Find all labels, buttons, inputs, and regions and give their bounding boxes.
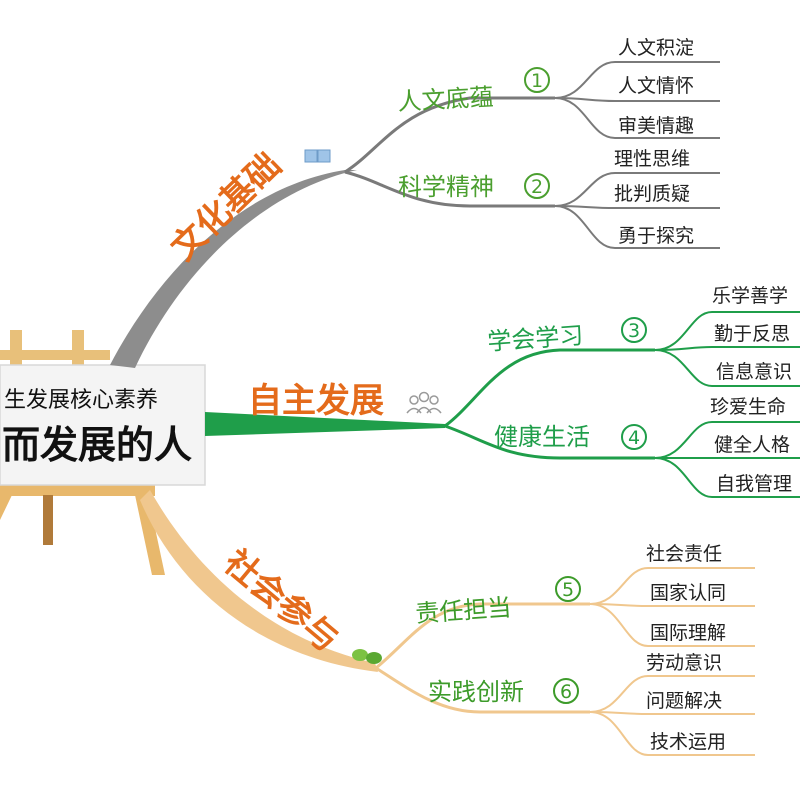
num-circle-4 bbox=[621, 424, 647, 450]
leaf-1b: 人文情怀 bbox=[618, 75, 694, 97]
num-circle-3 bbox=[621, 317, 647, 343]
leaf-5b: 国家认同 bbox=[650, 582, 726, 604]
leaf-line-6b bbox=[589, 711, 755, 715]
branch-society: 社会参与 责任担当 5 实践创新 6 社会责任 国家认同 国际理解 劳动意识 问… bbox=[140, 490, 755, 756]
leaf-5c: 国际理解 bbox=[650, 622, 726, 644]
num-text-2: 2 bbox=[531, 176, 543, 198]
leaf-line-3a bbox=[654, 311, 800, 351]
leaf-2a: 理性思维 bbox=[614, 148, 690, 170]
easel-leg-back bbox=[43, 495, 53, 545]
leaf-5a: 社会责任 bbox=[646, 543, 722, 565]
num-text-6: 6 bbox=[560, 681, 572, 703]
sub-line-4 bbox=[444, 424, 655, 460]
leaf-6a: 劳动意识 bbox=[646, 652, 722, 674]
leaf-line-5a bbox=[589, 567, 755, 605]
sub-label-5: 责任担当 bbox=[414, 593, 512, 628]
leaf-line-3c bbox=[654, 349, 800, 387]
leaf-3a: 乐学善学 bbox=[712, 285, 788, 307]
leaf-6b: 问题解决 bbox=[646, 690, 722, 712]
easel-crossbar bbox=[0, 350, 110, 360]
branch-autonomy-trunk bbox=[205, 412, 445, 436]
leaf-line-1c bbox=[554, 97, 720, 139]
num-circle-5 bbox=[555, 576, 581, 602]
leaf-line-2c bbox=[554, 205, 720, 249]
leaf-line-5b bbox=[589, 603, 755, 607]
num-circle-1 bbox=[524, 67, 550, 93]
leaf-line-1a bbox=[554, 61, 720, 99]
num-circle-2 bbox=[524, 173, 550, 199]
leaf-line-4a bbox=[654, 421, 800, 459]
leaf-line-6c bbox=[589, 711, 755, 756]
easel-leg-left bbox=[0, 495, 12, 520]
chat-icon bbox=[352, 649, 382, 664]
leaf-3b: 勤于反思 bbox=[714, 323, 790, 345]
num-text-5: 5 bbox=[562, 579, 574, 601]
branch-label-autonomy: 自主发展 bbox=[248, 381, 384, 421]
sub-line-2 bbox=[344, 170, 555, 208]
easel-leg-right bbox=[135, 495, 165, 575]
sub-line-3 bbox=[444, 348, 655, 428]
num-text-3: 3 bbox=[628, 320, 640, 342]
leaf-4c: 自我管理 bbox=[716, 473, 792, 495]
book-icon bbox=[304, 149, 331, 163]
leaf-6c: 技术运用 bbox=[650, 731, 726, 753]
leaf-line-5c bbox=[589, 603, 755, 647]
leaf-4b: 健全人格 bbox=[714, 434, 790, 456]
num-text-1: 1 bbox=[531, 70, 543, 92]
branch-autonomy: 自主发展 学会学习 3 健康生活 4 乐学善学 勤于反思 信息意识 珍爱生命 健… bbox=[205, 285, 800, 498]
sub-line-1 bbox=[344, 96, 555, 174]
sub-line-5 bbox=[375, 602, 590, 670]
board-title: 而发展的人 bbox=[2, 423, 192, 467]
branch-culture-trunk bbox=[110, 170, 357, 368]
leaf-line-2b bbox=[554, 205, 720, 209]
leaf-line-1b bbox=[554, 97, 720, 102]
leaf-line-6a bbox=[589, 675, 755, 713]
leaf-4a: 珍爱生命 bbox=[710, 396, 786, 418]
leaf-2b: 批判质疑 bbox=[614, 183, 690, 205]
sub-label-2: 科学精神 bbox=[398, 173, 494, 201]
leaf-1a: 人文积淀 bbox=[618, 37, 694, 59]
sub-label-3: 学会学习 bbox=[486, 321, 584, 356]
leaf-line-2a bbox=[554, 172, 720, 207]
board-subtitle: 生发展核心素养 bbox=[4, 388, 158, 413]
sub-line-6 bbox=[375, 666, 590, 714]
leaf-3c: 信息意识 bbox=[716, 361, 792, 383]
leaf-line-4c bbox=[654, 457, 800, 498]
sub-label-4: 健康生活 bbox=[494, 423, 590, 451]
sub-label-1: 人文底蕴 bbox=[397, 83, 494, 116]
people-icon bbox=[406, 391, 442, 414]
leaf-line-3b bbox=[654, 346, 800, 351]
leaf-1c: 审美情趣 bbox=[618, 115, 694, 137]
sub-label-6: 实践创新 bbox=[428, 678, 524, 706]
num-text-4: 4 bbox=[628, 427, 640, 449]
num-circle-6 bbox=[553, 678, 579, 704]
leaf-2c: 勇于探究 bbox=[618, 225, 694, 247]
